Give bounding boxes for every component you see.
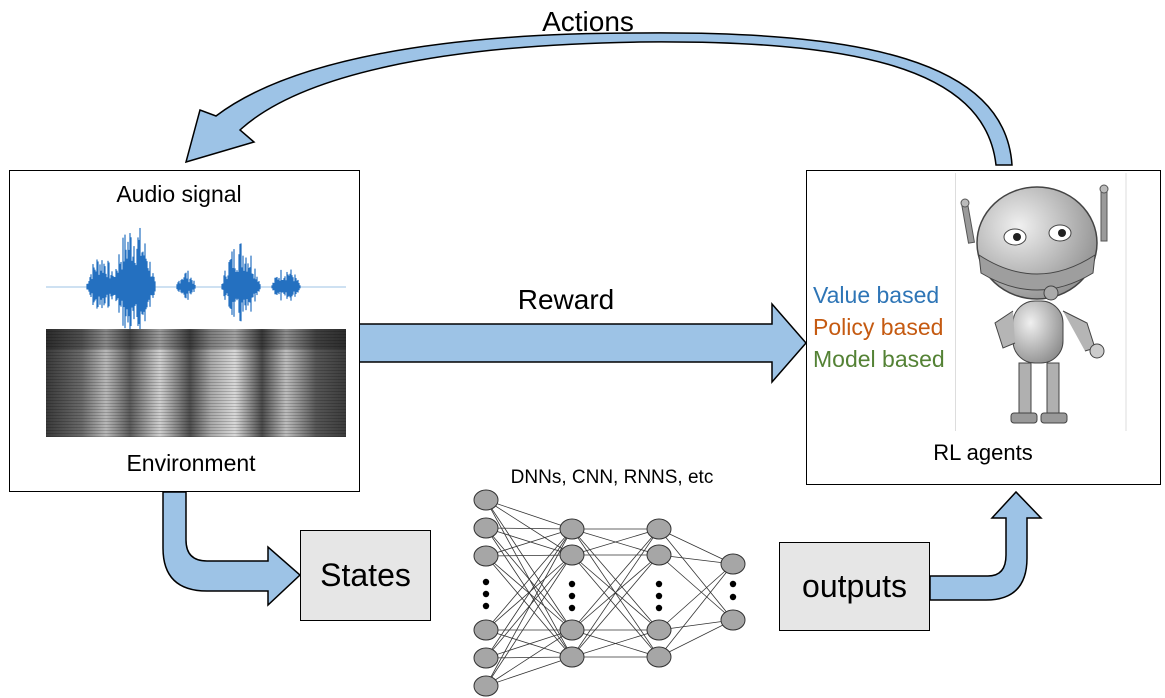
- rl-agents-box: [806, 170, 1161, 485]
- network-edge: [485, 554, 573, 631]
- network-edge: [485, 554, 573, 659]
- network-edge: [485, 528, 573, 659]
- network-edge: [485, 554, 573, 557]
- network-edge: [485, 629, 573, 658]
- network-edge: [485, 656, 573, 687]
- agent-type-policy: Policy based: [813, 314, 944, 340]
- network-edge: [658, 528, 734, 565]
- actions-label: Actions: [542, 6, 634, 37]
- actions-arrow: [184, 32, 1013, 166]
- ellipsis-dot: [568, 604, 576, 612]
- rl-agents-label: RL agents: [933, 440, 1033, 465]
- environment-box: [9, 170, 360, 492]
- agent-type-value: Value based: [813, 282, 940, 308]
- networks-label: DNNs, CNN, RNNS, etc: [510, 467, 714, 488]
- ellipsis-dot: [568, 580, 576, 588]
- outputs-arrow: [929, 490, 1043, 601]
- network-edge: [485, 528, 573, 557]
- neuron: [646, 646, 672, 668]
- neuron: [559, 518, 585, 540]
- network-edge: [485, 629, 573, 659]
- network-edge: [485, 528, 573, 631]
- network-edge: [485, 527, 573, 530]
- network-edge: [571, 528, 660, 556]
- neuron: [559, 646, 585, 668]
- network-edge: [485, 554, 573, 687]
- neuron: [559, 619, 585, 641]
- network-connections: [485, 499, 734, 687]
- network-edge: [485, 656, 573, 659]
- neuron: [559, 544, 585, 566]
- neuron: [646, 544, 672, 566]
- ellipsis-dot: [482, 578, 490, 586]
- neuron: [646, 619, 672, 641]
- ellipsis-dot: [729, 593, 737, 601]
- neuron: [473, 545, 499, 567]
- states-arrow: [162, 491, 302, 607]
- ellipsis-dot: [655, 592, 663, 600]
- outputs-label: outputs: [802, 568, 907, 604]
- neuron: [473, 489, 499, 511]
- audio-signal-label: Audio signal: [116, 181, 242, 207]
- network-edge: [658, 619, 734, 658]
- reward-label: Reward: [517, 284, 615, 315]
- outputs-box: outputs: [779, 542, 930, 631]
- ellipsis-dot: [729, 580, 737, 588]
- neuron: [473, 619, 499, 641]
- network-edge: [658, 554, 734, 621]
- neuron: [720, 553, 746, 575]
- neural-network: [473, 489, 746, 697]
- network-edge: [485, 528, 573, 687]
- network-edge: [571, 528, 660, 631]
- network-edge: [485, 499, 573, 530]
- network-edge: [658, 528, 734, 621]
- network-edge: [485, 499, 573, 631]
- neuron: [646, 518, 672, 540]
- environment-label: Environment: [126, 450, 256, 476]
- ellipsis-dot: [568, 592, 576, 600]
- waveform-icon: [86, 227, 301, 334]
- network-edge: [485, 629, 573, 687]
- audio-signal-image: [46, 227, 346, 437]
- states-box: States: [300, 530, 431, 621]
- ellipsis-dot: [655, 580, 663, 588]
- network-edge: [571, 528, 660, 658]
- network-edge: [658, 563, 734, 658]
- neuron: [473, 647, 499, 669]
- ellipsis-dot: [655, 604, 663, 612]
- network-edge: [658, 563, 734, 631]
- neuron: [720, 609, 746, 631]
- network-ellipsis: [482, 578, 737, 612]
- neuron: [473, 675, 499, 697]
- reward-arrow: [357, 301, 807, 385]
- states-label: States: [320, 557, 411, 593]
- robot-icon: [955, 173, 1127, 431]
- network-edge: [571, 629, 660, 658]
- ellipsis-dot: [482, 602, 490, 610]
- agent-type-model: Model based: [813, 346, 945, 372]
- ellipsis-dot: [482, 590, 490, 598]
- neuron: [473, 517, 499, 539]
- network-edge: [485, 527, 573, 556]
- network-edge: [571, 554, 660, 658]
